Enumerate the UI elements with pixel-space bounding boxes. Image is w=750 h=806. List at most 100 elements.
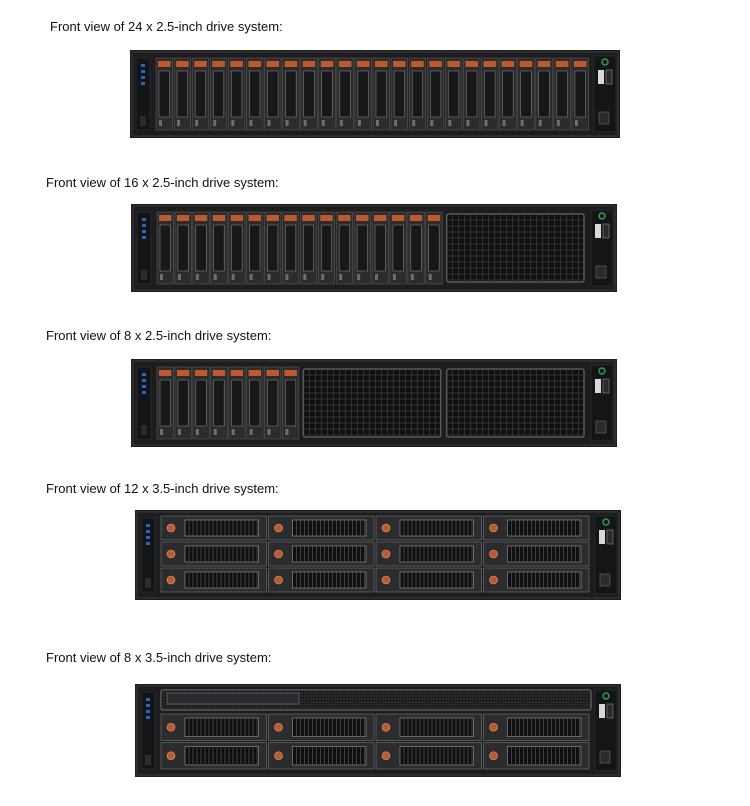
ear-indicator-led [146,536,150,539]
drive-activity-led [410,274,414,280]
drive-release-latch [374,215,387,221]
drive-release-latch [176,61,189,67]
drive-release-latch [465,61,478,67]
drive-release-button [274,575,283,585]
drive-carrier-handle [393,70,405,118]
drive-release-latch [375,61,388,67]
ear-indicator-led [142,236,146,239]
drive-vent-slots [511,546,580,562]
drive-carrier-handle [213,70,225,118]
drive-release-latch [194,61,207,67]
ear-indicator-led [146,704,150,707]
drive-carrier-handle [195,379,207,427]
drive-release-latch [302,61,316,67]
blank-bay-panel-mesh [446,214,584,282]
drive-carrier-handle [285,224,297,272]
idrac-port-icon [599,750,611,764]
drive-carrier-handle [466,70,478,118]
drive-activity-led [430,120,434,126]
drive-activity-led [339,120,343,126]
drive-release-latch [573,61,587,67]
drive-carrier-handle [159,224,171,272]
drive-vent-grille [292,717,367,737]
drive-carrier-handle [448,70,460,118]
left-control-ear [140,691,156,770]
ear-indicator-led [146,698,150,701]
drive-vent-slots [296,746,365,765]
drive-carrier-handle [231,224,243,272]
ear-indicator-led [146,530,150,533]
blank-bay-panel [445,213,585,283]
drive-activity-led [231,120,235,126]
drive-activity-led [177,120,181,126]
drive-activity-led [357,274,361,280]
drive-vent-grille [507,571,582,589]
drive-activity-led [195,429,199,435]
drive-release-latch [427,215,441,221]
drive-carrier-handle [338,224,350,272]
drive-activity-led [231,274,235,280]
idrac-port-icon [599,573,611,587]
power-button-icon [602,518,610,526]
drive-carrier-handle [484,70,496,118]
drive-release-button [489,751,498,761]
drive-vent-slots [188,746,258,765]
drive-release-latch [266,215,279,221]
drive-release-latch [501,61,515,67]
drive-vent-slots [403,718,473,737]
drive-vent-grille [507,545,582,563]
usb-port-icon [598,70,604,84]
drive-activity-led [195,120,199,126]
drive-vent-grille [507,717,582,737]
drive-carrier-handle [285,70,297,118]
drive-vent-grille [184,519,259,537]
power-button-icon [602,692,610,700]
server-front-8x25 [131,359,617,447]
vga-port-icon [605,69,613,85]
drive-vent-slots [511,520,580,536]
drive-release-latch [230,215,244,221]
ear-indicator-led [142,379,146,382]
drive-vent-grille [507,746,582,766]
ear-indicator-led [146,524,150,527]
chassis-bezel-edge [132,360,616,446]
drive-vent-slots [188,520,258,536]
power-button-icon [598,367,606,375]
drive-activity-led [249,120,253,126]
drive-carrier-handle [249,224,261,272]
drive-release-latch [320,61,334,67]
optical-bay-blank [166,692,300,705]
drive-carrier-handle [502,70,514,118]
drive-activity-led [231,429,235,435]
drive-release-latch [212,61,225,67]
ear-indicator-led [142,224,146,227]
drive-activity-led [376,120,379,126]
drive-activity-led [285,429,289,435]
drive-release-latch [338,61,352,67]
caption-24x25: Front view of 24 x 2.5-inch drive system… [50,19,283,34]
drive-vent-grille [507,519,582,537]
drive-carrier-handle [428,224,440,272]
drive-carrier-handle [374,224,386,272]
drive-activity-led [303,274,307,280]
drive-vent-grille [399,545,474,563]
ear-indicator-led [141,76,145,79]
server-front-16x25 [131,204,617,292]
drive-activity-led [249,429,253,435]
drive-carrier-handle [285,379,297,427]
drive-carrier-handle [356,224,368,272]
drive-release-button [166,722,176,732]
drive-activity-led [249,274,253,280]
caption-8x25: Front view of 8 x 2.5-inch drive system: [46,328,272,343]
left-control-ear [140,517,156,593]
ear-indicator-led [146,710,150,713]
drive-activity-led [574,120,578,126]
drive-release-latch [159,370,172,376]
drive-release-button [489,722,498,732]
drive-carrier-handle [213,224,225,272]
drive-release-button [274,549,283,559]
drive-release-latch [429,61,442,67]
drive-activity-led [160,429,163,435]
drive-carrier-handle [249,379,261,427]
drive-release-latch [483,61,497,67]
